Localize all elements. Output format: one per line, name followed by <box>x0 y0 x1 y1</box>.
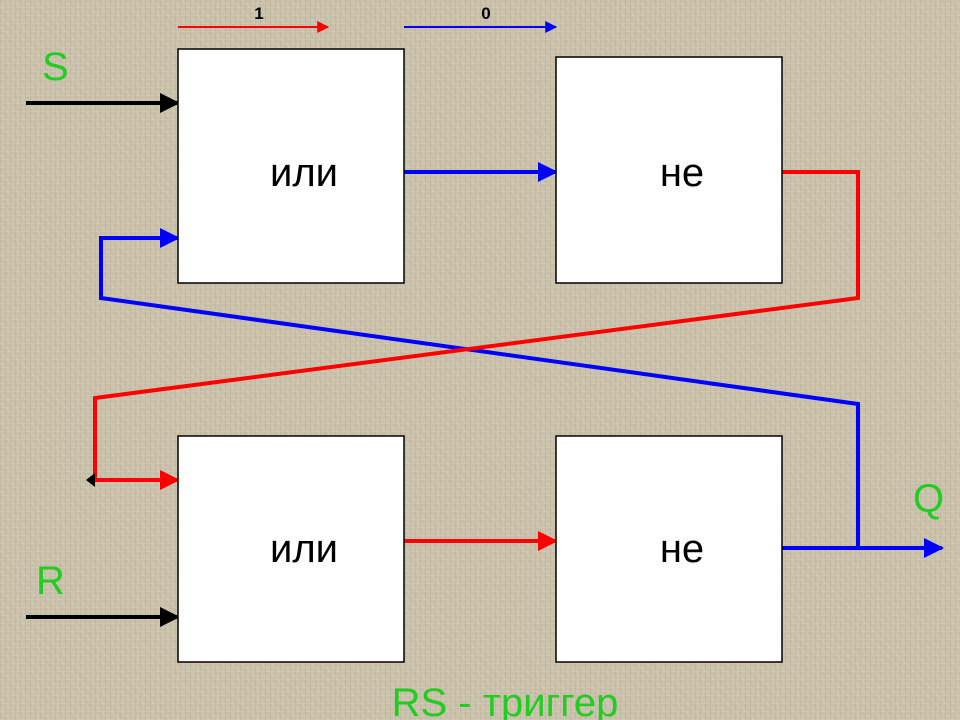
gate-bottom-or-label: или <box>270 527 338 571</box>
gate-bottom-not: не <box>555 435 783 663</box>
legend-one-label: 1 <box>254 4 263 23</box>
feedback-q-to-top-or <box>99 228 860 548</box>
feedback-top-not-to-bottom-or <box>93 170 860 490</box>
gate-bottom-or: или <box>177 435 405 663</box>
gate-top-or: или <box>177 48 405 284</box>
output-q-label: Q <box>913 477 944 521</box>
diagram-title: RS - триггер <box>392 681 619 720</box>
junction-mark <box>86 473 95 487</box>
gate-top-not: не <box>555 56 783 284</box>
legend-zero-label: 0 <box>481 4 490 23</box>
gate-top-not-label: не <box>660 151 704 195</box>
input-r-label: R <box>36 559 65 603</box>
gate-top-or-label: или <box>270 151 338 195</box>
legend: 1 0 <box>178 4 558 33</box>
input-s-label: S <box>42 45 69 89</box>
gate-bottom-not-label: не <box>660 527 704 571</box>
